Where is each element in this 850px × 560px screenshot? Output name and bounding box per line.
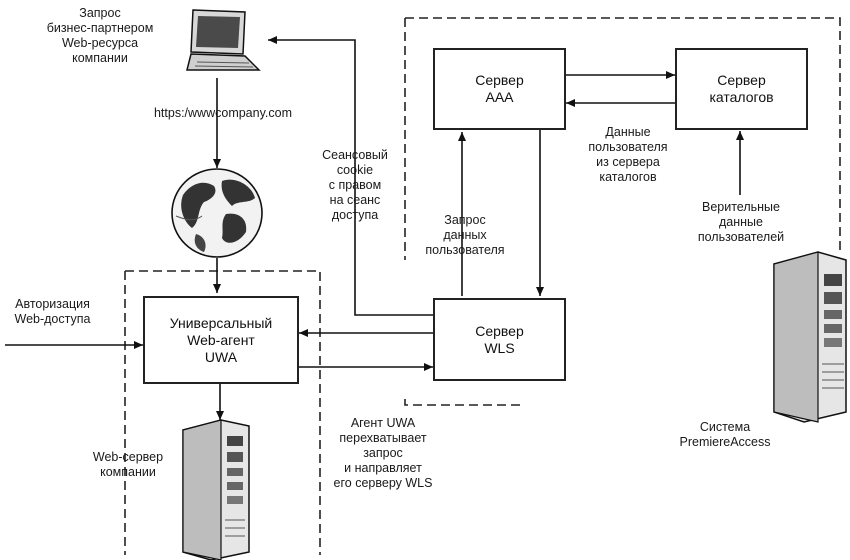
- company-web-server-label: Web-сервер компании: [92, 450, 164, 479]
- session-cookie-arrow: [268, 36, 433, 316]
- wls-server-box: Сервер WLS: [433, 298, 566, 381]
- url-label: https:/wwwcompany.com: [153, 106, 292, 120]
- catalog-server-box: Сервер каталогов: [675, 48, 808, 130]
- uwa-agent-box: Универсальный Web-агент UWA: [143, 296, 299, 384]
- web-server-tower-icon: [182, 419, 250, 560]
- premiereaccess-system-label: Система PremiereAccess: [679, 420, 771, 449]
- uwa-intercepts-label: Агент UWA перехватывает запрос и направл…: [333, 416, 433, 490]
- directory-user-data-label: Данные пользователя из сервера каталогов: [588, 125, 668, 184]
- laptop-icon: [186, 9, 261, 71]
- aaa-server-box: Сервер ААА: [433, 48, 566, 130]
- user-data-request-label: Запрос данных пользователя: [425, 213, 505, 257]
- partner-request-label: Запрос бизнес-партнером Web-ресурса комп…: [46, 6, 154, 65]
- credentials-label: Верительные данные пользователей: [697, 200, 785, 244]
- premiereaccess-server-tower-icon: [773, 251, 847, 423]
- web-server-region: [124, 270, 321, 555]
- globe-icon: [171, 168, 263, 258]
- web-access-auth-label: Авторизация Web-доступа: [14, 297, 91, 326]
- session-cookie-label: Сеансовый cookie с правом на сеанс досту…: [322, 148, 388, 222]
